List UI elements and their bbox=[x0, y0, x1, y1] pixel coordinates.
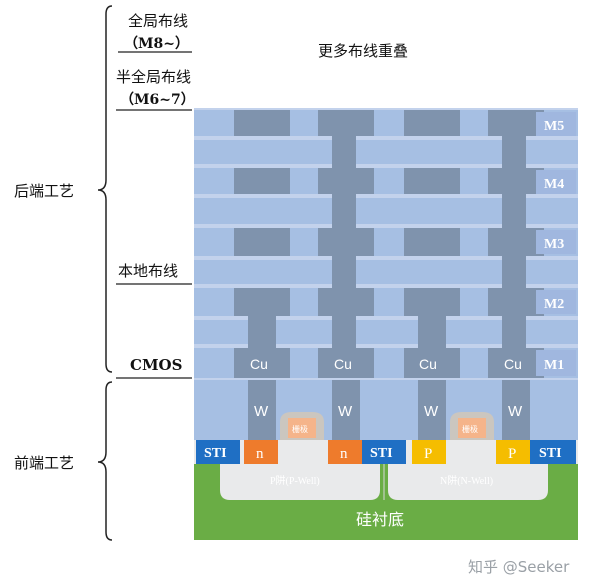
p-label-1: P bbox=[424, 446, 432, 462]
metal-layer-tags bbox=[536, 112, 576, 376]
cmos-label: CMOS bbox=[130, 356, 182, 374]
layer-tag-m2: M2 bbox=[544, 297, 564, 312]
n-well-label: N阱(N-Well) bbox=[440, 474, 493, 487]
w-label-1: W bbox=[254, 403, 269, 420]
front-end-label: 前端工艺 bbox=[14, 454, 74, 472]
front-end-brace bbox=[97, 381, 113, 541]
sti-label-3: STI bbox=[539, 446, 562, 461]
n-label-1: n bbox=[256, 446, 264, 462]
n-label-2: n bbox=[340, 446, 348, 462]
w-label-3: W bbox=[424, 403, 439, 420]
watermark: 知乎 @Seeker bbox=[468, 558, 570, 576]
layer-tag-m3: M3 bbox=[544, 237, 564, 252]
w-label-2: W bbox=[338, 403, 353, 420]
p-well bbox=[220, 462, 380, 500]
sti-label-2: STI bbox=[370, 446, 393, 461]
n-well bbox=[388, 462, 548, 500]
layer-tag-m1: M1 bbox=[544, 358, 564, 373]
semi-global-routing-range: （M6~7） bbox=[120, 92, 195, 108]
p-well-label: P阱(P-Well) bbox=[270, 474, 320, 487]
m1-cu-vias bbox=[234, 348, 544, 378]
p-label-2: P bbox=[508, 446, 516, 462]
global-routing-label: 全局布线 bbox=[128, 12, 188, 30]
gate-label-left: 栅极 bbox=[292, 424, 308, 434]
semi-global-routing-label: 半全局布线 bbox=[116, 68, 191, 86]
cu-label-2: Cu bbox=[334, 356, 352, 372]
back-end-label: 后端工艺 bbox=[14, 182, 74, 200]
back-end-brace bbox=[97, 5, 113, 373]
p-doped-regions bbox=[412, 440, 530, 464]
cu-label-1: Cu bbox=[250, 356, 268, 372]
cu-label-4: Cu bbox=[504, 356, 522, 372]
global-routing-range: （M8~） bbox=[124, 36, 189, 52]
w-label-4: W bbox=[508, 403, 523, 420]
via-blocks bbox=[234, 110, 544, 348]
gate-label-right: 栅极 bbox=[462, 424, 478, 434]
layer-tag-m5: M5 bbox=[544, 119, 564, 134]
sti-blocks bbox=[196, 440, 576, 464]
n-doped-regions bbox=[244, 440, 362, 464]
substrate-label: 硅衬底 bbox=[356, 510, 404, 529]
gate-right bbox=[450, 412, 494, 440]
layer-tag-m4: M4 bbox=[544, 177, 564, 192]
sti-label-1: STI bbox=[204, 446, 227, 461]
local-routing-label: 本地布线 bbox=[118, 262, 178, 280]
cu-label-3: Cu bbox=[419, 356, 437, 372]
w-contacts bbox=[248, 380, 530, 440]
top-note: 更多布线重叠 bbox=[318, 42, 408, 60]
gate-left bbox=[280, 412, 324, 440]
